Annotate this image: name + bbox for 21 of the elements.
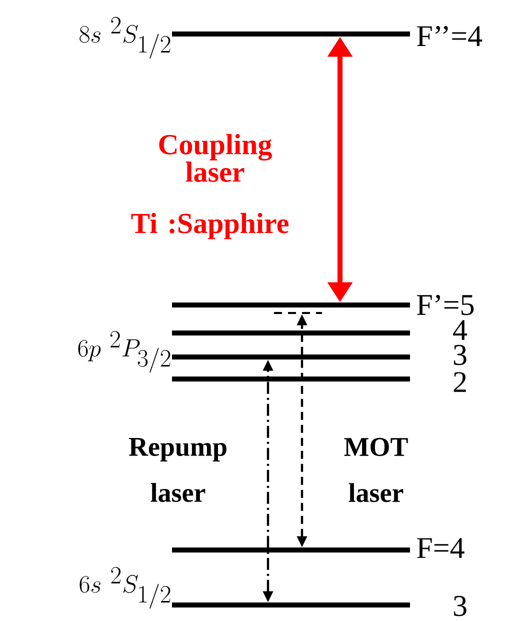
laser-label: Ti :Sapphire bbox=[131, 212, 289, 240]
node-label: 2 bbox=[454, 372, 466, 392]
term-symbol: $6p\ {}^{2}P_{3/2}$ bbox=[78, 330, 170, 373]
node-label: F’=5 bbox=[417, 294, 474, 316]
term-symbol: $8s\ {}^{2}S_{1/2}$ bbox=[80, 16, 170, 59]
energy-level: 3 bbox=[172, 596, 466, 616]
energy-level: 4 bbox=[172, 320, 468, 340]
laser-label: Coupling laser bbox=[159, 134, 272, 182]
node-label: F=4 bbox=[417, 538, 464, 558]
node-label: 3 bbox=[454, 596, 466, 616]
laser-label: MOT laser bbox=[344, 438, 408, 502]
energy-level: F’’=4 bbox=[172, 26, 482, 46]
energy-level: 2 bbox=[172, 372, 466, 392]
node-label: 3 bbox=[454, 344, 466, 366]
node-label: 4 bbox=[453, 320, 468, 340]
energy-level: F’=5 bbox=[172, 294, 474, 316]
term-symbol: $6s\ {}^{2}S_{1/2}$ bbox=[80, 566, 170, 609]
laser-label: Repump laser bbox=[128, 438, 226, 502]
node-label: F’’=4 bbox=[417, 26, 482, 46]
energy-level: F=4 bbox=[172, 538, 464, 558]
energy-level: 3 bbox=[172, 344, 466, 366]
